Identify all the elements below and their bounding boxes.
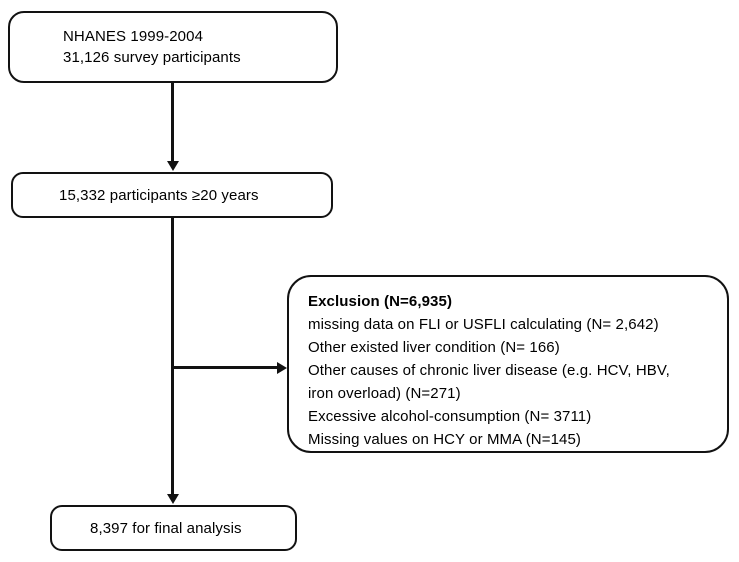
edge-branch-to-exclusion <box>172 366 279 369</box>
node-exclusion-reasons: missing data on FLI or USFLI calculating… <box>308 316 670 448</box>
arrowhead-right-icon <box>277 361 287 374</box>
node-age-eligible: 15,332 participants ≥20 years <box>11 172 333 218</box>
node-exclusion-title: Exclusion (N=6,935) <box>308 293 453 310</box>
node-exclusion-text: Exclusion (N=6,935) missing data on FLI … <box>289 277 727 451</box>
node-final-analysis: 8,397 for final analysis <box>50 505 297 551</box>
edge-eligible-to-final <box>171 218 174 495</box>
arrowhead-down-icon <box>166 494 179 504</box>
node-exclusion-criteria: Exclusion (N=6,935) missing data on FLI … <box>287 275 729 453</box>
edge-source-to-eligible <box>171 83 174 163</box>
node-age-eligible-label: 15,332 participants ≥20 years <box>59 186 259 204</box>
node-source-population-label: NHANES 1999-2004 31,126 survey participa… <box>63 28 241 66</box>
node-final-analysis-label: 8,397 for final analysis <box>90 519 242 537</box>
node-source-population: NHANES 1999-2004 31,126 survey participa… <box>8 11 338 83</box>
arrowhead-down-icon <box>166 161 179 171</box>
